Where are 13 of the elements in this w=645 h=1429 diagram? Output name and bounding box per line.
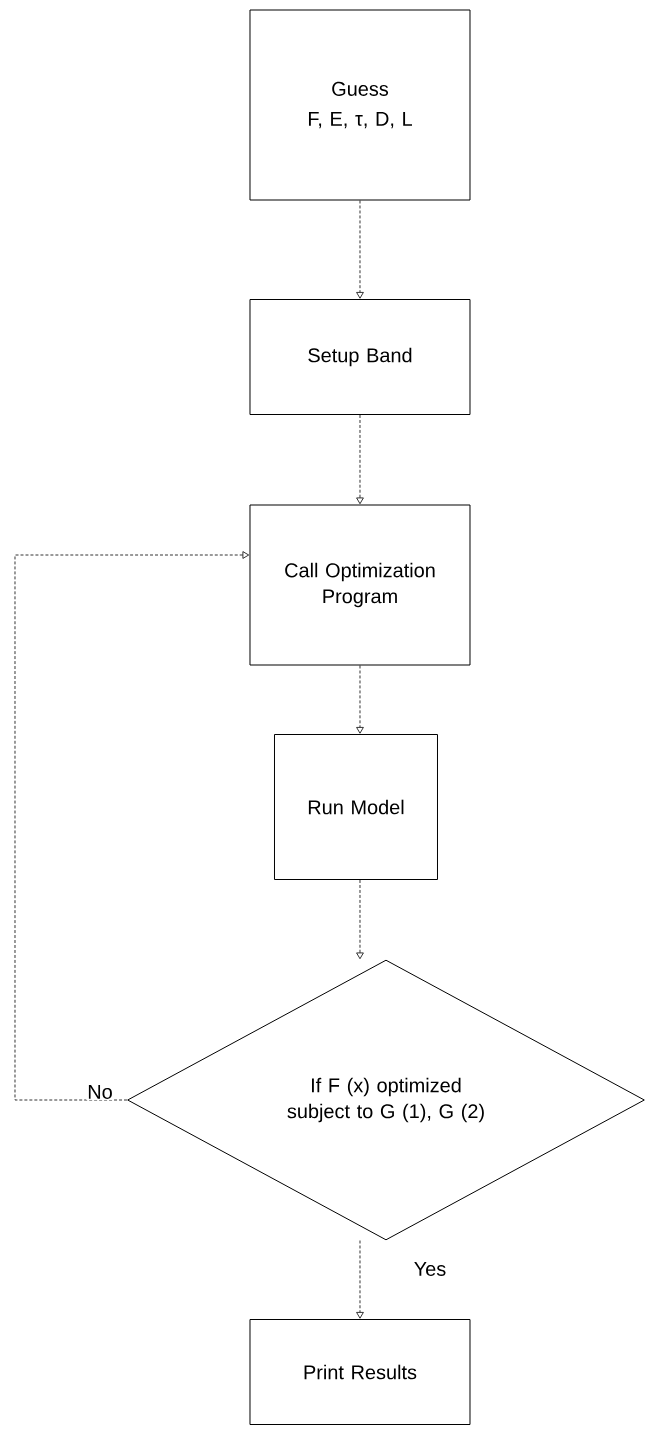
process-box: Setup Band <box>249 299 471 415</box>
arrow <box>356 665 364 734</box>
arrow <box>356 879 364 960</box>
process-box: Call Optimization Program <box>249 504 471 666</box>
arrow <box>356 1240 364 1319</box>
arrow <box>356 414 364 505</box>
edge-label: Yes <box>412 1261 448 1277</box>
arrow <box>14 551 250 1101</box>
edge-label: No <box>86 1084 114 1100</box>
process-box: Print Results <box>249 1319 471 1425</box>
arrow <box>356 200 364 299</box>
process-box: Guess F, E, τ, D, L <box>249 9 471 201</box>
process-box: Run Model <box>274 734 438 880</box>
